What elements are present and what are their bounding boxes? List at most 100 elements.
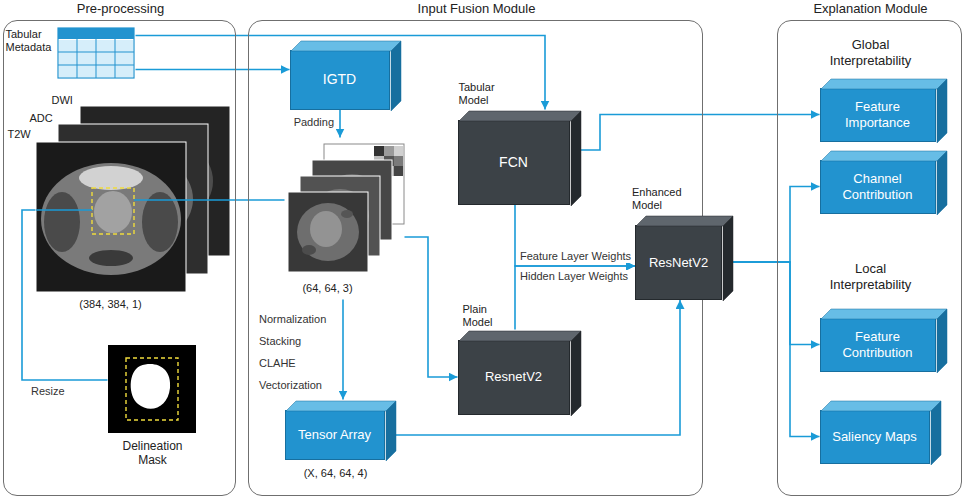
box-top-face	[459, 331, 581, 341]
data-source: Tabular Metadata	[6, 24, 136, 80]
drawn-rect	[374, 146, 384, 156]
drawn-path	[131, 364, 170, 409]
box-side-face	[937, 79, 947, 143]
box-top-face	[291, 41, 401, 51]
output-box: Channel Contribution	[820, 160, 936, 214]
box-side-face	[937, 309, 947, 373]
box-label: Feature Importance	[821, 99, 935, 130]
drawn-ellipse	[302, 245, 316, 255]
mask-image	[108, 345, 196, 433]
box-label: Saliency Maps	[826, 429, 923, 445]
drawn-rect	[384, 146, 394, 156]
node-caption: (X, 64, 64, 4)	[276, 467, 396, 480]
edge-label: Padding	[293, 116, 335, 129]
drawn-ellipse	[94, 191, 132, 233]
connector	[395, 300, 681, 435]
connector	[230, 199, 285, 201]
drawn-line	[58, 65, 134, 66]
module-title: Input Fusion Module	[249, 1, 704, 17]
box-label: Tensor Array	[292, 427, 377, 443]
box-side-face	[571, 111, 581, 206]
connector	[732, 262, 820, 437]
node-caption: Delineation Mask	[108, 439, 198, 468]
node-caption: (64, 64, 3)	[288, 282, 368, 295]
box-top-face	[821, 401, 941, 411]
table-icon	[58, 28, 134, 78]
drawn-rect	[288, 192, 368, 272]
node-caption: Global Interpretability	[815, 37, 926, 68]
node-caption: DWI	[52, 94, 73, 107]
edge-label: Resize	[30, 385, 66, 398]
box-side-face	[571, 331, 581, 416]
drawn-line	[134, 199, 230, 201]
drawn-rect	[36, 142, 186, 292]
drawn-line	[58, 52, 134, 53]
box-side-face	[931, 401, 941, 465]
connector	[732, 262, 820, 345]
drawn-ellipse	[310, 211, 342, 247]
box-label: ResnetV2	[479, 369, 548, 385]
process-box: IGTD	[290, 50, 390, 110]
box-label: ResNetV2	[643, 255, 714, 271]
drawn-ellipse	[41, 163, 181, 275]
edge-label: Hidden Layer Weights	[519, 270, 629, 283]
model-box: Tabular ModelFCN	[458, 120, 570, 205]
node-caption: T2W	[8, 128, 31, 141]
box-side-face	[386, 401, 396, 461]
box-top-face	[286, 401, 396, 411]
box-side-face	[723, 216, 733, 301]
output-box: Saliency Maps	[820, 410, 930, 464]
box-top-face	[459, 111, 581, 121]
image-stack: DWIADCT2W(384, 384, 1)	[36, 94, 230, 316]
drawn-line	[77, 28, 78, 78]
crop-stack-node: (64, 64, 3)	[285, 138, 405, 300]
drawn-rect	[394, 156, 403, 166]
connector	[732, 187, 820, 263]
drawn-rect	[126, 358, 178, 420]
process-box: Tensor Array(X, 64, 64, 4)	[285, 410, 385, 460]
module-title: Explanation Module	[778, 1, 963, 17]
box-label: Feature Contribution	[821, 329, 935, 360]
node-caption: Plain Model	[463, 303, 511, 329]
box-label: FCN	[493, 154, 534, 171]
drawn-ellipse	[89, 250, 133, 266]
connector	[136, 36, 546, 110]
crop-stack	[288, 144, 404, 272]
box-top-face	[636, 216, 733, 226]
box-top-face	[821, 151, 947, 161]
box-label: IGTD	[317, 71, 362, 88]
drawn-ellipse	[79, 166, 143, 190]
module-panel: Pre-processingTabular MetadataDWIADCT2W(…	[3, 20, 236, 496]
node-caption: (384, 384, 1)	[36, 298, 186, 311]
output-box: Feature Importance	[820, 88, 936, 142]
drawn-ellipse	[297, 203, 359, 261]
node-caption: Local Interpretability	[815, 261, 926, 292]
mri-stack	[36, 106, 230, 292]
connector	[405, 237, 458, 377]
node-caption: Tabular Model	[459, 81, 514, 107]
connector	[22, 210, 108, 380]
drawn-rect	[58, 28, 134, 78]
connector	[515, 205, 635, 267]
drawn-ellipse	[142, 192, 178, 252]
module-title: Pre-processing	[4, 1, 237, 17]
drawn-ellipse	[341, 210, 353, 218]
node-caption: ADC	[30, 112, 53, 125]
box-top-face	[821, 309, 947, 319]
output-box: Feature Contribution	[820, 318, 936, 372]
drawn-rect	[394, 166, 403, 176]
node-caption: Tabular Metadata	[6, 28, 56, 54]
drawn-rect	[394, 146, 403, 156]
connector	[580, 115, 820, 151]
box-side-face	[391, 41, 401, 111]
connector	[342, 300, 344, 400]
edge-label: Feature Layer Weights	[519, 250, 632, 263]
connector	[339, 110, 341, 138]
model-box: Plain ModelResnetV2	[458, 340, 570, 415]
drawn-ellipse	[44, 192, 80, 252]
module-panel: Explanation ModuleGlobal Interpretabilit…	[777, 20, 962, 496]
box-side-face	[937, 151, 947, 215]
mask-image-node: Delineation Mask	[108, 345, 198, 480]
drawn-rect	[108, 345, 196, 433]
